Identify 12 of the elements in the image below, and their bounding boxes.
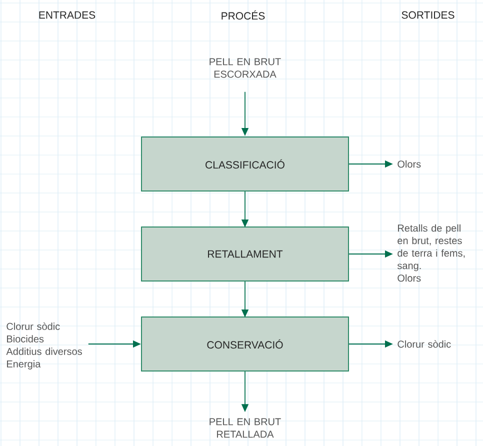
flow-text: Retalls de pell en brut, restes de terra i fems, sang. Olors [397, 224, 465, 282]
flow-text: PELL EN BRUT ESCORXADA [210, 58, 281, 78]
column-heading: ENTRADES [39, 11, 96, 19]
flow-text: Olors [398, 160, 421, 168]
process-box: CLASSIFICACIÓ [141, 136, 349, 192]
flow-text: Clorur sòdic [398, 340, 451, 348]
process-box: RETALLAMENT [141, 226, 349, 282]
column-heading: PROCÉS [222, 10, 265, 20]
column-heading: SORTIDES [402, 11, 454, 19]
process-box: CONSERVACIÓ [141, 316, 349, 372]
flow-text: PELL EN BRUT RETALLADA [210, 418, 281, 438]
flow-text: Clorur sòdic Biocides Additius diversos Energia [6, 322, 82, 370]
